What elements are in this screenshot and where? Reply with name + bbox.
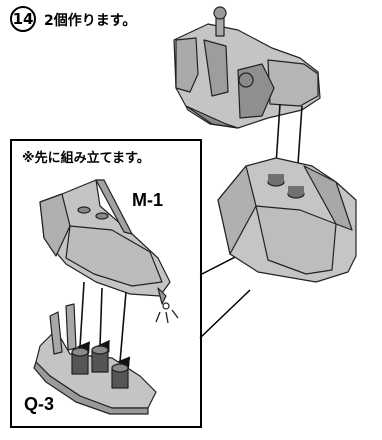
step-header: 14 2個作ります。	[10, 6, 250, 40]
part-q3-drawing	[33, 303, 157, 415]
assembly-arrows-detail	[76, 281, 131, 370]
lower-assembly	[217, 157, 357, 283]
step-instruction: 2個作ります。	[44, 13, 137, 29]
detail-callout-box	[10, 139, 202, 428]
pre-assembly-note: ※先に組み立てます。	[22, 151, 150, 166]
part-label-q3: Q-3	[24, 394, 55, 414]
step-number-badge: 14	[10, 6, 36, 32]
part-label-m1: M-1	[132, 190, 163, 210]
part-m1-drawing	[39, 179, 179, 324]
upper-assembly	[173, 6, 321, 129]
